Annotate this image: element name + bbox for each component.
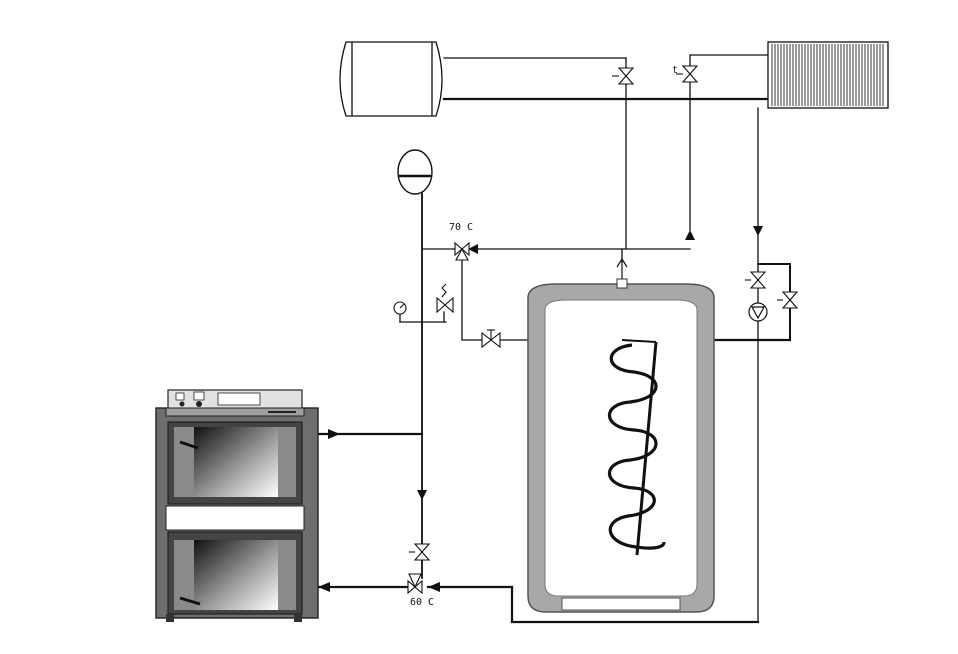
valve-icon [409, 543, 431, 561]
three-way-valve-icon [454, 241, 470, 261]
storage-tank [527, 278, 715, 613]
valve-icon [745, 271, 767, 289]
valve-icon [676, 65, 699, 83]
flow-arrows [318, 226, 763, 592]
pipes [316, 54, 792, 624]
arrow-right-icon [328, 429, 340, 439]
gauge-icon [393, 301, 407, 315]
valve-icon [481, 329, 501, 349]
supply-temp-label: 70 C [449, 222, 473, 233]
valves [409, 65, 799, 561]
top-horizontal-tank [339, 41, 443, 117]
boiler [155, 389, 319, 622]
expansion-vessel-icon [397, 149, 433, 198]
arrow-down-icon [753, 226, 763, 236]
three-way-valve-icon [407, 573, 423, 595]
arrow-down-icon [417, 490, 427, 500]
valve-icon [612, 67, 635, 85]
arrow-left-icon [318, 582, 330, 592]
arrow-up-icon [685, 230, 695, 240]
coil-icon [607, 339, 666, 556]
radiator-icon [767, 41, 889, 109]
thermostat-label: t [672, 65, 678, 76]
arrow-left-icon [468, 244, 478, 254]
return-temp-label: 60 C [410, 597, 434, 608]
safety-valve-icon [436, 283, 454, 314]
pump-icon [748, 302, 768, 322]
arrow-left-icon [428, 582, 440, 592]
valve-icon [777, 291, 799, 309]
vent-arrow-icon [616, 257, 628, 280]
